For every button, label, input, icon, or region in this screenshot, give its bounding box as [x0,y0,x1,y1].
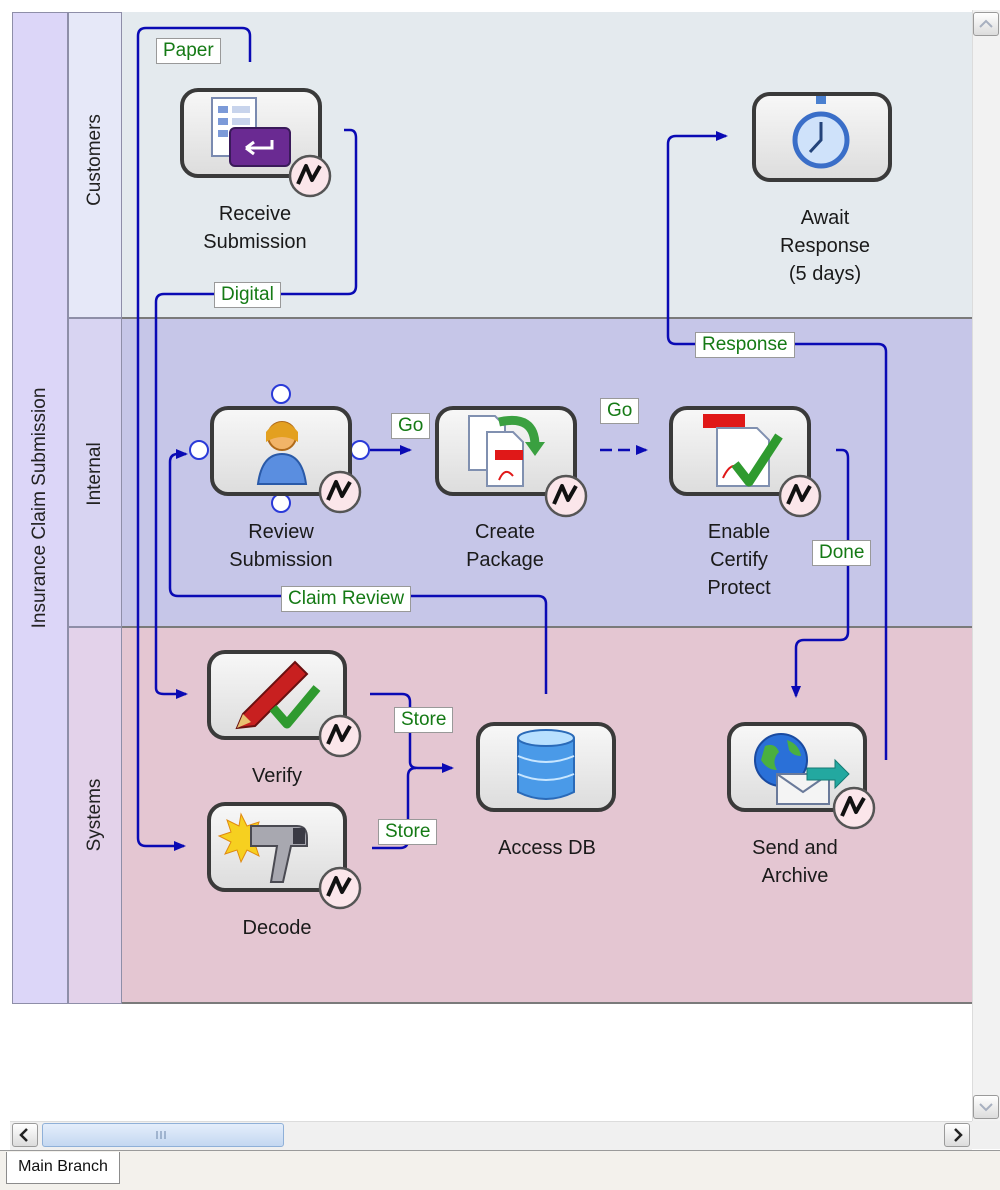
edge-label-digital[interactable]: Digital [214,282,281,308]
lightning-service-icon [832,786,876,830]
lightning-service-icon [318,714,362,758]
lightning-service-icon [288,154,332,198]
globe-mail-icon [754,733,850,805]
task-label-await: Await Response (5 days) [779,207,871,285]
lane-header-customers[interactable] [68,12,122,318]
task-create-package[interactable] [435,406,577,496]
edge-label-response[interactable]: Response [695,332,795,358]
port-handle [189,440,209,460]
chevron-right-icon [954,1128,963,1142]
task-label-access: Access DB [498,837,596,859]
task-await-response[interactable] [752,92,892,182]
edge-label-done[interactable]: Done [812,540,872,566]
task-label-enable: Enable Certify Protect [707,521,771,599]
lane-header-systems[interactable] [68,627,122,1004]
port-handle [350,440,370,460]
scroll-down-button[interactable] [973,1095,999,1119]
pen-check-icon [235,660,321,730]
task-enable-certify-protect[interactable] [669,406,811,496]
lightning-service-icon [318,866,362,910]
connector-paper [136,26,252,851]
lightning-service-icon [318,470,362,514]
task-label-receive: Receive Submission [203,203,307,253]
edge-label-paper[interactable]: Paper [156,38,221,64]
form-submit-icon [211,97,291,167]
lane-header-internal[interactable] [68,318,122,627]
edge-label-claim-review[interactable]: Claim Review [281,586,412,612]
barcode-scanner-icon [217,812,308,883]
stopwatch-icon [792,96,850,169]
tab-bar [0,1150,1000,1190]
connector-done [791,448,850,698]
horizontal-scroll-thumb[interactable] [42,1123,284,1147]
task-label-create: Create Package [466,521,544,571]
pdf-certify-icon [703,414,783,487]
edge-label-go1[interactable]: Go [391,413,431,439]
scrollbar-corner [972,1121,1000,1149]
pdf-create-icon [468,415,545,487]
task-label-review: Review Submission [229,521,333,571]
lightning-service-icon [544,474,588,518]
scroll-right-button[interactable] [944,1123,970,1147]
connector-response [666,131,888,760]
database-icon [517,729,575,800]
edge-label-store2[interactable]: Store [378,819,438,845]
edge-label-go2[interactable]: Go [600,398,640,424]
task-access-db[interactable] [476,722,616,812]
chevron-down-icon [979,1103,993,1112]
vertical-scrollbar[interactable] [972,10,1000,1121]
task-label-decode: Decode [242,917,312,939]
scroll-left-button[interactable] [12,1123,38,1147]
lane-divider [122,317,972,319]
lightning-service-icon [778,474,822,518]
person-icon [256,421,308,485]
chevron-left-icon [19,1128,28,1142]
task-label-verify: Verify [251,765,303,787]
connector-claim-review [168,449,548,694]
scroll-up-button[interactable] [973,12,999,36]
lane-divider [122,1002,972,1004]
task-label-send: Send and Archive [752,837,838,887]
tab-main-branch[interactable]: Main Branch [6,1152,120,1184]
edge-label-store1[interactable]: Store [394,707,454,733]
grip-icon [156,1131,166,1139]
port-handle [271,384,291,404]
chevron-up-icon [979,19,993,28]
pool-header[interactable] [12,12,68,1004]
